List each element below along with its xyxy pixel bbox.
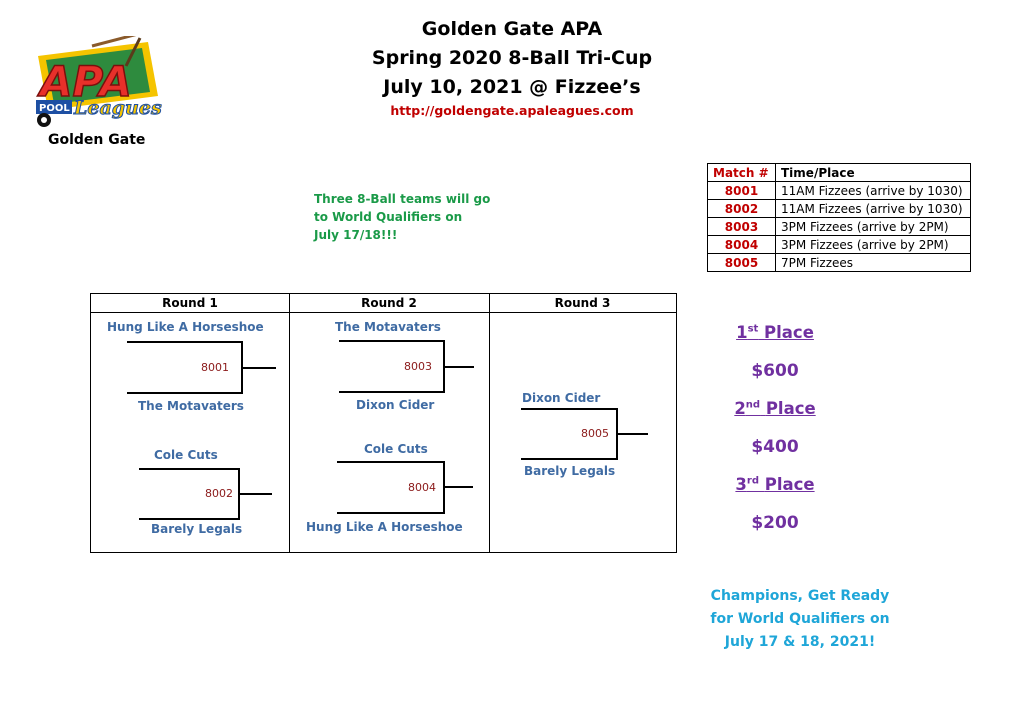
table-header-row: Match # Time/Place [707,163,971,182]
round-1-column: Round 1 Hung Like A Horseshoe 8001 The M… [91,294,290,552]
note-line: Three 8-Ball teams will go [314,192,491,206]
match-time-place: 11AM Fizzees (arrive by 1030) [775,181,971,200]
team-name: Cole Cuts [364,442,428,456]
bracket-tail [243,367,276,369]
tournament-bracket: Round 1 Hung Like A Horseshoe 8001 The M… [90,293,677,553]
match-schedule-table: Match # Time/Place 8001 11AM Fizzees (ar… [707,163,971,272]
table-row: 8002 11AM Fizzees (arrive by 1030) [707,199,971,218]
team-name: The Motavaters [138,399,244,413]
table-row: 8003 3PM Fizzees (arrive by 2PM) [707,217,971,236]
table-row: 8005 7PM Fizzees [707,253,971,272]
champions-line: for World Qualifiers on [710,611,890,627]
round-1-header: Round 1 [91,294,289,313]
place-number: 3 [735,475,747,494]
match-number-header: Match # [707,163,776,182]
place-word: Place [764,323,814,342]
place-suffix: nd [745,399,761,411]
place-number: 1 [736,323,748,342]
place-word: Place [765,399,816,418]
time-place-header: Time/Place [775,163,971,182]
logo-apa-letters: APA [37,57,132,106]
event-title: Golden Gate APA [421,18,603,40]
table-row: 8001 11AM Fizzees (arrive by 1030) [707,181,971,200]
match-time-place: 3PM Fizzees (arrive by 2PM) [775,217,971,236]
place-suffix: st [747,323,759,335]
round-2-header: Round 2 [289,294,489,313]
match-number: 8002 [707,199,776,218]
bracket-tail [445,366,474,368]
match-time-place: 7PM Fizzees [775,253,971,272]
logo-leagues-text: Leagues [73,97,162,119]
match-number: 8004 [707,235,776,254]
table-row: 8004 3PM Fizzees (arrive by 2PM) [707,235,971,254]
logo-pool-text: POOL [39,103,70,114]
match-number: 8001 [707,181,776,200]
first-place-label: 1st Place [700,323,850,342]
team-name: Barely Legals [151,522,243,536]
third-place-amount: $200 [751,513,799,533]
team-name: Hung Like A Horseshoe [107,320,264,334]
champions-line: Champions, Get Ready [710,588,890,604]
logo-cue-stick [91,32,139,48]
team-name: Barely Legals [524,464,616,478]
first-place-amount: $600 [751,361,799,381]
match-number: 8005 [707,253,776,272]
bracket-connector [127,341,243,394]
round-3-header: Round 3 [489,294,676,313]
match-label-8001: 8001 [201,361,229,374]
bracket-tail [445,486,473,488]
bracket-connector [339,340,445,393]
apa-pool-leagues-logo: APA POOL Leagues [30,32,166,148]
note-line: to World Qualifiers on [314,210,463,224]
team-name: The Motavaters [335,320,441,334]
match-time-place: 3PM Fizzees (arrive by 2PM) [775,235,971,254]
second-place-amount: $400 [751,437,799,457]
round-2-column: Round 2 The Motavaters 8003 Dixon Cider … [289,294,490,552]
champions-note: Champions, Get Ready for World Qualifier… [690,585,910,654]
match-label-8002: 8002 [205,487,233,500]
team-name: Dixon Cider [522,391,601,405]
world-qualifiers-note: Three 8-Ball teams will go to World Qual… [314,190,494,244]
place-suffix: rd [746,475,759,487]
champions-line: July 17 & 18, 2021! [724,634,876,650]
match-label-8003: 8003 [404,360,432,373]
bracket-connector [521,408,618,460]
logo-pool-band [36,100,72,114]
match-label-8005: 8005 [581,427,609,440]
bracket-connector [337,461,445,514]
place-number: 2 [734,399,746,418]
second-place-label: 2nd Place [700,399,850,418]
third-place-label: 3rd Place [700,475,850,494]
match-label-8004: 8004 [408,481,436,494]
event-subtitle: Spring 2020 8-Ball Tri-Cup [371,47,653,69]
website-link[interactable]: http://goldengate.apaleagues.com [390,103,634,118]
place-word: Place [764,475,815,494]
logo-cue-stick [124,37,142,67]
match-time-place: 11AM Fizzees (arrive by 1030) [775,199,971,218]
bracket-connector [139,468,240,520]
team-name: Dixon Cider [356,398,435,412]
event-date-venue: July 10, 2021 @ Fizzee’s [383,76,641,98]
note-line: July 17/18!!! [314,228,398,242]
team-name: Cole Cuts [154,448,218,462]
bracket-tail [240,493,272,495]
bracket-tail [618,433,648,435]
match-number: 8003 [707,217,776,236]
logo-caption: Golden Gate [48,132,146,148]
team-name: Hung Like A Horseshoe [306,520,463,534]
round-3-column: Round 3 Dixon Cider 8005 Barely Legals [489,294,676,552]
logo-table-felt [46,48,150,104]
